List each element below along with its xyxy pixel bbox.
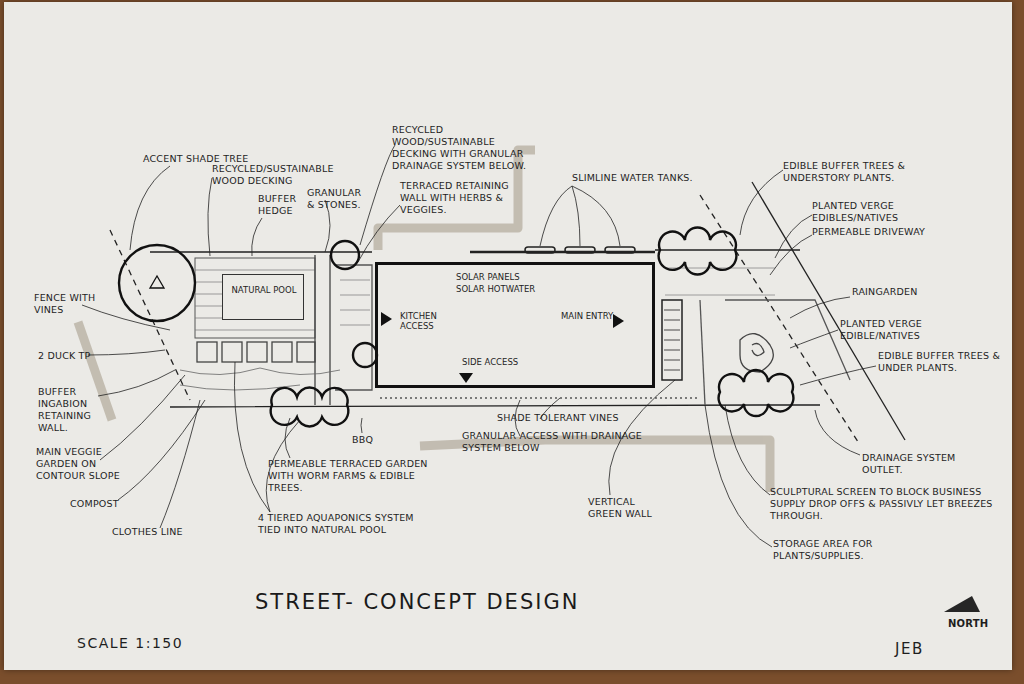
callout-label: 4 TIERED AQUAPONICS SYSTEM TIED INTO NAT… bbox=[258, 512, 436, 536]
callout-label: VERTICAL GREEN WALL bbox=[588, 496, 668, 520]
callout-label: PERMEABLE TERRACED GARDEN WITH WORM FARM… bbox=[268, 458, 436, 494]
callout-label: CLOTHES LINE bbox=[112, 526, 212, 538]
callout-label: GRANULAR ACCESS WITH DRAINAGE SYSTEM BEL… bbox=[462, 430, 662, 454]
callout-label: SHADE TOLERANT VINES bbox=[497, 412, 637, 424]
callout-label: MAIN VEGGIE GARDEN ON CONTOUR SLOPE bbox=[36, 446, 146, 482]
callout-label: GRANULAR & STONES. bbox=[307, 187, 369, 211]
scale-note: SCALE 1:150 bbox=[77, 635, 227, 653]
callout-label: EDIBLE BUFFER TREES & UNDERSTORY PLANTS. bbox=[783, 160, 963, 184]
author-initials: JEB bbox=[895, 640, 955, 659]
callout-label: RAINGARDEN bbox=[852, 286, 952, 298]
callout-label: RECYCLED/SUSTAINABLE WOOD DECKING bbox=[212, 163, 322, 187]
callout-label: TERRACED RETAINING WALL WITH HERBS & VEG… bbox=[400, 180, 518, 216]
callout-label: SLIMLINE WATER TANKS. bbox=[572, 172, 712, 184]
node-text: NATURAL POOL bbox=[227, 285, 301, 295]
node-text: SIDE ACCESS bbox=[462, 357, 552, 367]
node-text: SOLAR HOTWATER bbox=[456, 284, 606, 294]
drawing-title: STREET- CONCEPT DESIGN bbox=[255, 590, 579, 614]
callout-label: BUFFER HEDGE bbox=[258, 193, 313, 217]
callout-label: 2 DUCK TP bbox=[38, 350, 108, 362]
callout-label: PERMEABLE DRIVEWAY bbox=[812, 226, 982, 238]
callout-label: PLANTED VERGE EDIBLE/NATIVES bbox=[840, 318, 960, 342]
callout-label: SCULPTURAL SCREEN TO BLOCK BUSINESS SUPP… bbox=[770, 486, 1010, 522]
callout-label: STORAGE AREA FOR PLANTS/SUPPLIES. bbox=[773, 538, 928, 562]
callout-label: COMPOST bbox=[70, 498, 140, 510]
callout-label: RECYCLED WOOD/SUSTAINABLE DECKING WITH G… bbox=[392, 124, 542, 172]
callout-label: DRAINAGE SYSTEM OUTLET. bbox=[862, 452, 988, 476]
house-box: SOLAR PANELS SOLAR HOTWATER KITCHEN ACCESS… bbox=[375, 262, 655, 388]
callout-label: PLANTED VERGE EDIBLES/NATIVES bbox=[812, 200, 952, 224]
callout-label: BUFFER INGABION RETAINING WALL. bbox=[38, 386, 118, 434]
callout-label: FENCE WITH VINES bbox=[34, 292, 96, 316]
callout-label: BBQ bbox=[352, 434, 382, 446]
node-text: KITCHEN ACCESS bbox=[400, 311, 462, 331]
node-text: MAIN ENTRY bbox=[561, 311, 621, 321]
node-text: SOLAR PANELS bbox=[456, 272, 606, 282]
callout-label: EDIBLE BUFFER TREES & UNDER PLANTS. bbox=[878, 350, 1006, 374]
pool-box: NATURAL POOL bbox=[222, 274, 304, 320]
north-label: NORTH bbox=[948, 618, 1008, 631]
